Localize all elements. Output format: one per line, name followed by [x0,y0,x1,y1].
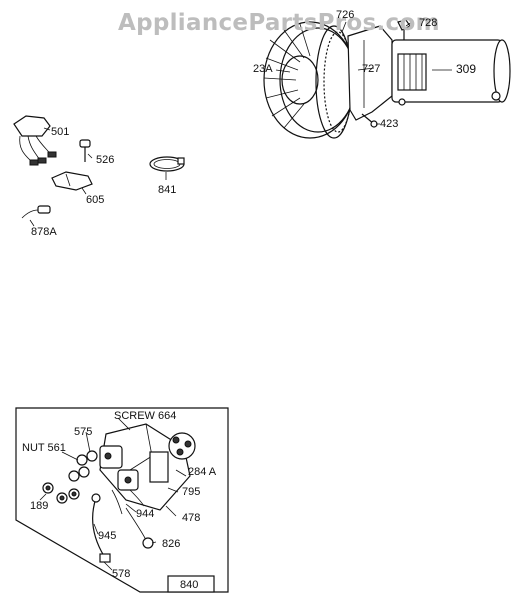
label-944: 944 [136,508,155,520]
switch-rear [168,432,196,460]
label-728: 728 [419,17,438,29]
components-front [99,445,139,491]
watermark: AppliancePartsPros.com [118,10,440,36]
lead-944 [111,489,145,515]
label-826: 826 [162,538,181,550]
label-727: 727 [362,63,381,75]
cable-578 [91,493,111,563]
label-945: 945 [98,530,117,542]
label-501: 501 [51,126,70,138]
wire-878a [21,205,51,219]
label-840: 840 [180,579,199,591]
label-423: 423 [380,118,399,130]
label-23a: 23A [253,63,273,75]
label-screw-664: SCREW 664 [114,410,177,422]
bolt-423 [361,113,378,128]
flywheel-fan [263,21,357,139]
label-284a: 284 A [188,466,217,478]
starter-bracket [347,25,393,121]
label-578: 578 [112,568,131,580]
starter-motor [391,39,511,106]
label-795: 795 [182,486,201,498]
label-189: 189 [30,500,49,512]
clamp-841 [149,156,185,172]
bolt-728 [397,19,411,40]
label-841: 841 [158,184,177,196]
leader-lines [29,21,452,571]
label-726: 726 [336,9,355,21]
nuts-and-washers [42,450,98,504]
clip-605 [51,171,93,191]
screw-526 [79,139,91,162]
label-nut-561: NUT 561 [22,442,66,454]
label-878a: 878A [31,226,57,238]
label-575: 575 [74,426,93,438]
rectifier-501 [13,115,57,166]
label-605: 605 [86,194,105,206]
label-309: 309 [456,62,477,76]
label-478: 478 [182,512,201,524]
inset-frame [15,407,229,593]
label-526: 526 [96,154,115,166]
